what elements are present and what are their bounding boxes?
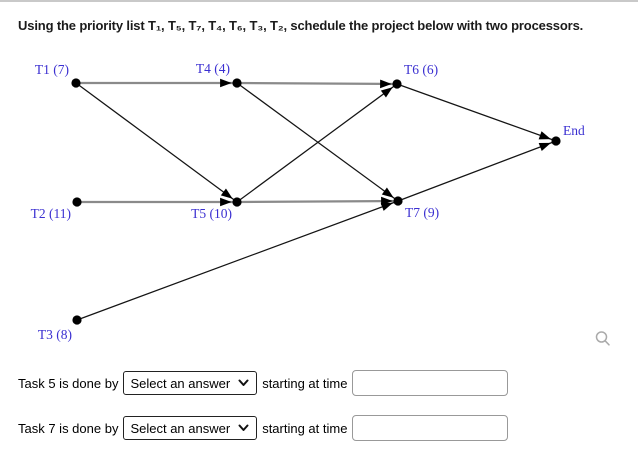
task7-select-value: Select an answer [130,420,231,436]
edge-T4-T7 [236,82,399,202]
node-label-End: End [563,123,585,138]
arrowhead-T5-T6 [380,87,393,98]
task7-processor-select[interactable]: Select an answer [123,416,258,440]
edge-T5-T7 [236,199,399,204]
task5-select-value: Select an answer [130,375,231,391]
task5-middle-label: starting at time [262,375,348,391]
node-End [551,136,561,146]
chevron-down-icon [238,379,249,387]
task-graph: T1 (7) T4 (4) T6 (6) End T2 (11) T5 (10) T7 (9… [31,61,585,342]
edge-T6-End [396,83,557,142]
edge-T3-T7 [76,200,399,321]
arrowhead-T3-T7 [380,202,393,211]
node-label-T6: T6 (6) [404,62,438,77]
task5-start-time-input[interactable] [352,370,509,396]
task7-prefix-label: Task 7 is done by [18,420,119,436]
edge-T4-T6 [236,81,398,86]
node-T7 [393,196,403,206]
task5-prefix-label: Task 5 is done by [18,375,119,391]
node-T1 [71,78,81,88]
arrowhead-T7-End [538,142,551,152]
edge-T1-T5 [75,82,238,203]
magnifier-icon[interactable] [594,330,612,348]
node-label-T5: T5 (10) [191,206,232,221]
arrowhead-T4-T7 [381,187,394,198]
node-T3 [72,315,82,325]
chevron-down-icon [238,424,249,432]
task7-middle-label: starting at time [262,420,348,436]
task5-question-row: Task 5 is done by Select an answer start… [18,369,509,397]
task5-processor-select[interactable]: Select an answer [123,371,258,395]
node-label-T4: T4 (4) [196,61,230,76]
arrowhead-T2-T5 [220,197,232,207]
edge-T5-T6 [236,83,398,203]
node-T5 [232,197,242,207]
node-T2 [72,197,82,207]
task7-start-time-input[interactable] [352,415,509,441]
node-label-T1: T1 (7) [35,62,69,77]
task7-question-row: Task 7 is done by Select an answer start… [18,414,509,442]
question-prompt: Using the priority list T₁, T₅, T₇, T₄, … [18,18,584,33]
node-label-T7: T7 (9) [405,205,439,220]
arrowhead-T6-End [538,131,551,140]
arrowhead-T1-T4 [220,78,232,88]
arrowhead-T4-T6 [380,79,392,89]
arrowhead-T1-T5 [220,188,233,199]
edge-T7-End [397,140,557,202]
node-label-T3: T3 (8) [38,327,72,342]
node-label-T2: T2 (11) [31,206,71,221]
node-T6 [392,79,402,89]
node-T4 [232,78,242,88]
